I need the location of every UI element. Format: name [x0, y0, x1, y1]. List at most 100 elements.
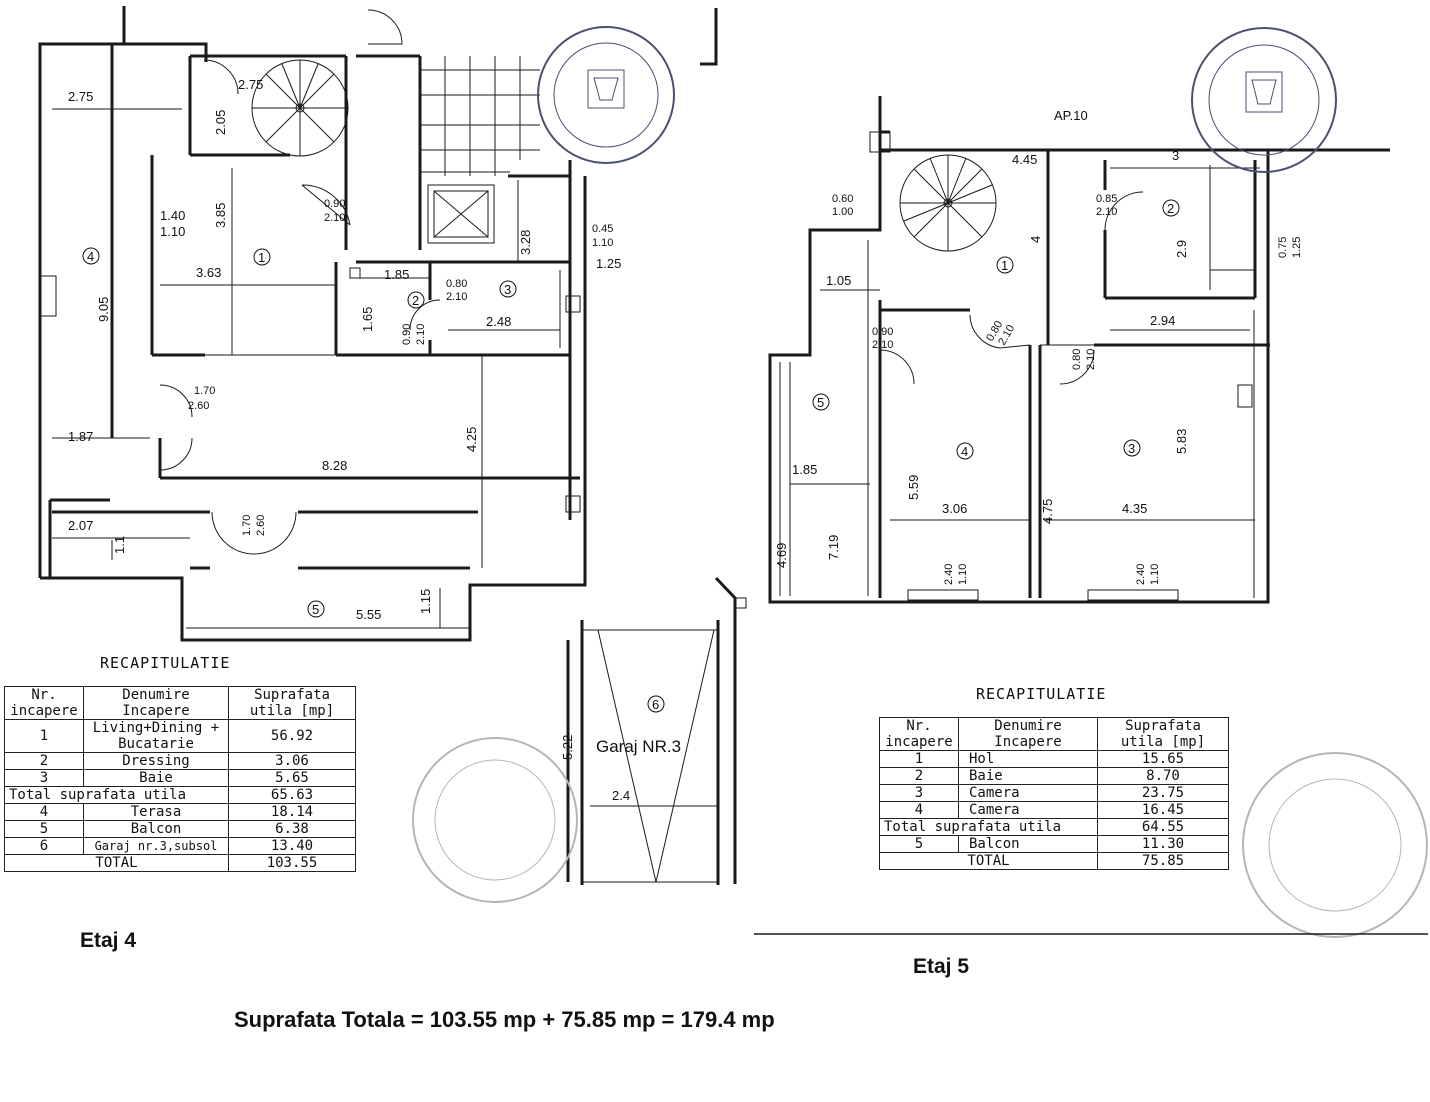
- faded-authorization-stamp: [1242, 752, 1428, 938]
- cell-name: Garaj nr.3,subsol: [83, 837, 229, 855]
- room-number-circle: [647, 695, 665, 713]
- floor-plan-etaj-5: [768, 96, 1390, 604]
- cell-nr: 3: [879, 784, 959, 802]
- room-number: 3: [504, 282, 511, 297]
- table-row-total: TOTAL 75.85: [879, 852, 1229, 870]
- door-dim-text: 1.70: [194, 385, 215, 397]
- dim-text: 5.83: [1174, 429, 1189, 454]
- dim-text: 5.22: [560, 735, 575, 760]
- cell-nr: 5: [879, 835, 959, 853]
- room-number-circle: [253, 248, 271, 266]
- door-dim-text: 2.10: [872, 339, 893, 351]
- cell-area: 11.30: [1097, 835, 1229, 853]
- table-row: 2 Baie 8.70: [879, 767, 1229, 785]
- room-number: 1: [258, 250, 265, 265]
- dim-text: 1.15: [418, 589, 433, 614]
- cell-total-value: 75.85: [1097, 852, 1229, 870]
- table-header-row: Nr. incapere Denumire Incapere Suprafata…: [4, 686, 356, 720]
- cell-area: 6.38: [228, 820, 356, 838]
- cell-total-label: TOTAL: [4, 854, 229, 872]
- recap-table-etaj-5: Nr. incapere Denumire Incapere Suprafata…: [879, 717, 1229, 870]
- column-marker: [349, 267, 361, 279]
- door-dim-text: 0.85: [1096, 193, 1117, 205]
- door-dim-text: 0.60: [832, 193, 853, 205]
- cell-name: Dressing: [83, 752, 229, 770]
- dim-text: 2.75: [68, 89, 93, 104]
- door-dim-text: 1.00: [832, 206, 853, 218]
- dim-text: 1.05: [826, 273, 851, 288]
- table-row: 5 Balcon 6.38: [4, 820, 356, 838]
- cell-name: Balcon: [958, 835, 1098, 853]
- cell-nr: 1: [4, 719, 84, 753]
- elevator-shaft: [427, 184, 495, 244]
- room-number-circle: [82, 247, 100, 265]
- dim-text: 4.69: [774, 543, 789, 568]
- room-numbers-etaj-4: 1 2 3 4 5 6 Garaj NR.3: [82, 247, 681, 756]
- cell-name: Baie: [83, 769, 229, 787]
- door-dim-text: 2.10: [324, 212, 345, 224]
- table-row: 6 Garaj nr.3,subsol 13.40: [4, 837, 356, 855]
- cell-nr: 4: [4, 803, 84, 821]
- header-cell: Denumire Incapere: [83, 686, 229, 720]
- cell-nr: 2: [879, 767, 959, 785]
- cell-nr: 4: [879, 801, 959, 819]
- cell-area: 16.45: [1097, 801, 1229, 819]
- room-number: 5: [312, 602, 319, 617]
- cell-name: Camera: [958, 784, 1098, 802]
- table-row: 5 Balcon 11.30: [879, 835, 1229, 853]
- header-cell: Denumire Incapere: [958, 717, 1098, 751]
- door-dim-text: 1.25: [1291, 237, 1303, 258]
- room-number: 4: [961, 444, 968, 459]
- cell-total-value: 103.55: [228, 854, 356, 872]
- dim-text: 2.48: [486, 314, 511, 329]
- header-cell: Suprafata utila [mp]: [228, 686, 356, 720]
- room-number-circle: [1123, 439, 1141, 457]
- room-number-circle: [407, 291, 425, 309]
- cell-area: 18.14: [228, 803, 356, 821]
- room-number: 2: [1167, 201, 1174, 216]
- door-arc: [211, 511, 297, 555]
- door-arc: [409, 299, 441, 331]
- stair-treads: [420, 56, 540, 176]
- floor-label-etaj-5: Etaj 5: [913, 955, 970, 978]
- door-dim-text: 1.70: [241, 515, 253, 536]
- dim-text: 5.59: [906, 475, 921, 500]
- cell-total-value: 64.55: [1097, 818, 1229, 836]
- room-number-circle: [996, 256, 1014, 274]
- dim-text: 3.06: [942, 501, 967, 516]
- door-arc: [203, 59, 239, 95]
- header-cell: Nr. incapere: [879, 717, 959, 751]
- table-row: 2 Dressing 3.06: [4, 752, 356, 770]
- dimensions-etaj-4: 2.75 2.75 2.05 3.85 3.63 1.40 1.10 9.05 …: [68, 77, 630, 803]
- dim-text: 4.75: [1040, 499, 1055, 524]
- room-number-circle: [499, 280, 517, 298]
- dim-text: 8.28: [322, 458, 347, 473]
- cell-total-label: TOTAL: [879, 852, 1098, 870]
- door-dim-text: 2.10: [1085, 349, 1097, 370]
- window-marker: [565, 495, 581, 513]
- cell-nr: 3: [4, 769, 84, 787]
- cell-total-label: Total suprafata utila: [879, 818, 1098, 836]
- dim-text: 2.9: [1174, 240, 1189, 258]
- dim-text: 5.55: [356, 607, 381, 622]
- dim-text: 3.63: [196, 265, 221, 280]
- door-dim-text: 1.10: [957, 564, 969, 585]
- faded-authorization-stamp: [412, 737, 578, 903]
- room-number-circle: [1162, 199, 1180, 217]
- dim-text: 4.45: [1012, 152, 1037, 167]
- room-numbers-etaj-5: 1 2 3 4 5: [812, 199, 1180, 460]
- door-dim-text: 0.90: [401, 324, 413, 345]
- room-number-circle: [812, 393, 830, 411]
- door-dim-text: 0.45: [592, 223, 613, 235]
- garage-label: Garaj NR.3: [596, 737, 681, 756]
- cell-name: Hol: [958, 750, 1098, 768]
- dim-text: 2.75: [238, 77, 263, 92]
- door-dim-text: 1.10: [1149, 564, 1161, 585]
- table-row: 3 Baie 5.65: [4, 769, 356, 787]
- cell-total-label: Total suprafata utila: [4, 786, 229, 804]
- cell-area: 13.40: [228, 837, 356, 855]
- recap-table-etaj-4: Nr. incapere Denumire Incapere Suprafata…: [4, 686, 356, 872]
- table-row-total-util: Total suprafata utila 65.63: [4, 786, 356, 804]
- table-row: 1 Living+Dining + Bucatarie 56.92: [4, 719, 356, 753]
- dimensions-etaj-5: AP.10 4.45 3 0.60 1.00 0.85 2.10 4 2.9 0…: [774, 108, 1303, 585]
